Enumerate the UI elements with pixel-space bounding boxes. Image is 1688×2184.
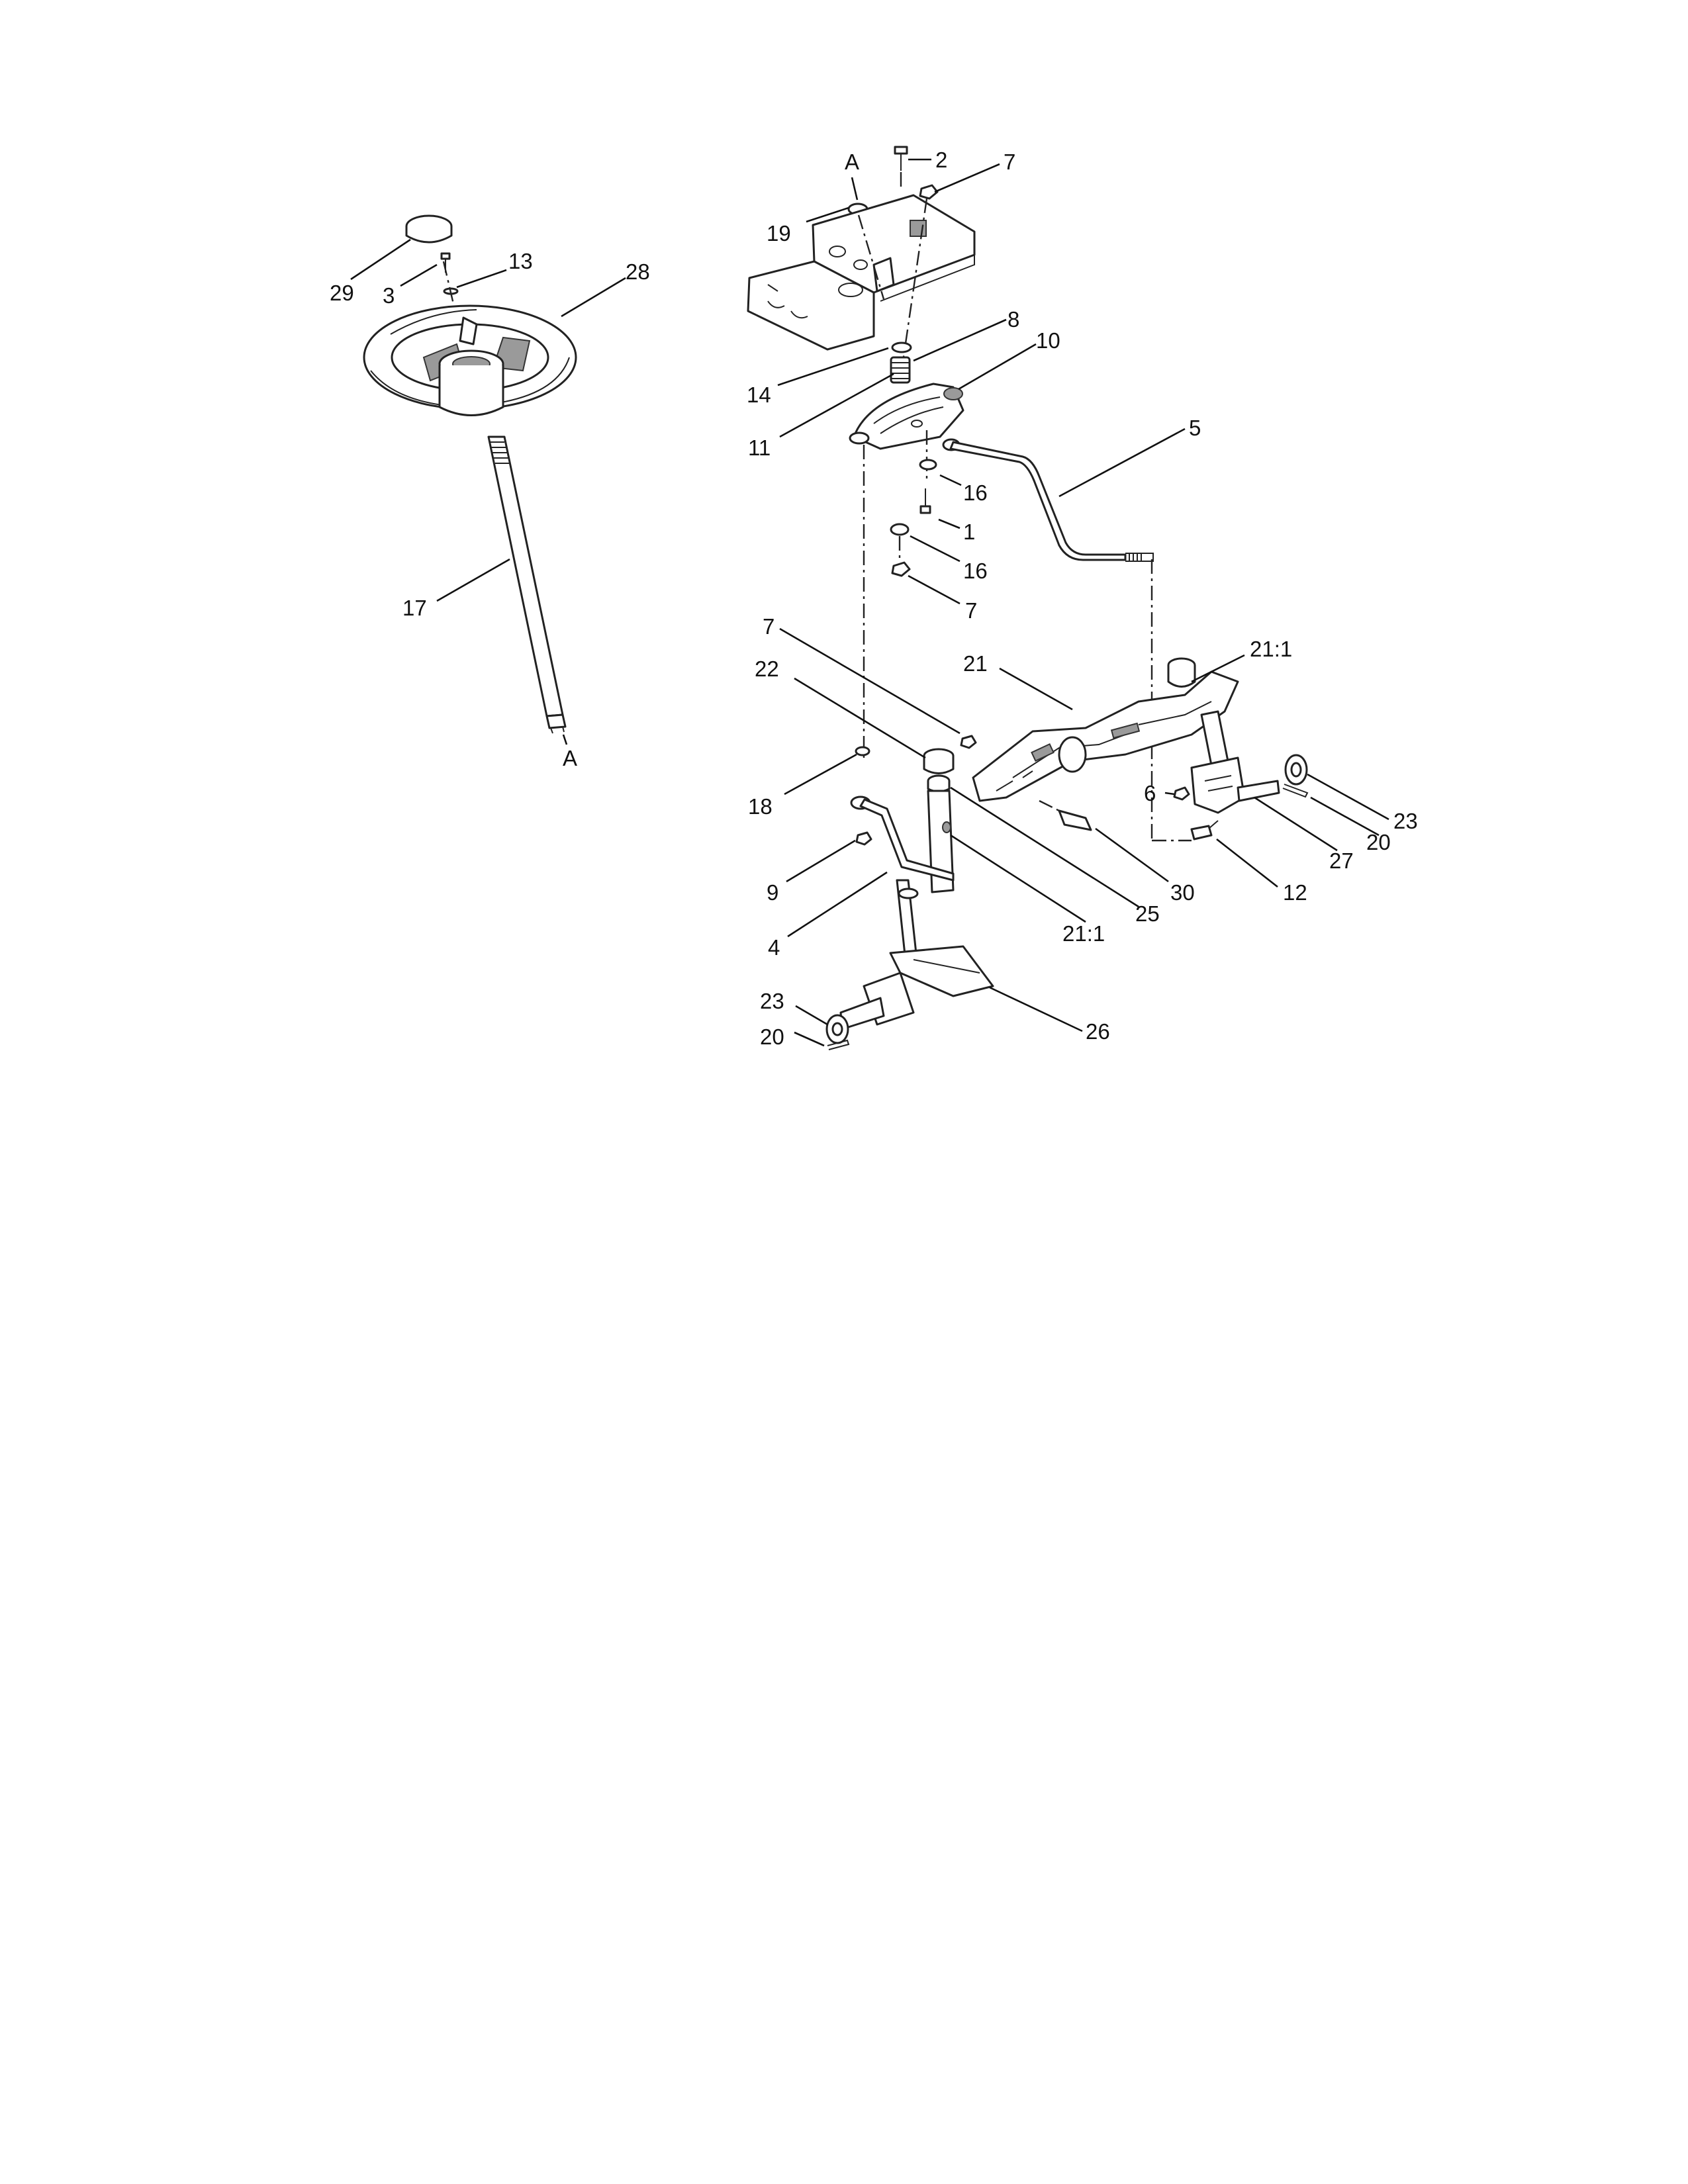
callout-13: 13 <box>508 249 533 273</box>
callout-30: 30 <box>1170 880 1195 905</box>
callout-7-axle: 7 <box>763 614 774 639</box>
spindle-tube-part-21-1-bottom <box>927 790 955 893</box>
washer-part-23-left <box>825 1014 849 1044</box>
callout-3: 3 <box>383 283 395 308</box>
bushing-part-25 <box>927 774 951 793</box>
bolt-part-1 <box>919 488 931 514</box>
nut-part-7-axle <box>960 735 977 749</box>
callout-5: 5 <box>1189 416 1201 440</box>
callout-23-left: 23 <box>760 989 784 1013</box>
callout-14: 14 <box>747 383 771 407</box>
leader-lines <box>350 158 1389 1047</box>
callout-7-top: 7 <box>1004 150 1015 174</box>
pivot-bolt-part-30 <box>1039 799 1092 831</box>
callout-25: 25 <box>1135 901 1160 926</box>
cotter-pin-part-20-right <box>1282 784 1309 798</box>
callout-a-shaft: A <box>563 746 577 770</box>
callout-12: 12 <box>1283 880 1307 905</box>
callout-20-right: 20 <box>1366 830 1391 854</box>
nut-part-7-mid <box>891 561 911 577</box>
left-spindle-part <box>839 879 994 1030</box>
bolt-part-2 <box>894 146 908 171</box>
steering-wheel-assembly <box>363 214 577 734</box>
steering-bracket-assembly <box>747 146 1154 577</box>
washer-part-14 <box>891 341 912 353</box>
callout-26: 26 <box>1086 1019 1110 1044</box>
callout-17: 17 <box>402 596 427 620</box>
callout-6: 6 <box>1144 781 1156 805</box>
nut-part-9 <box>855 831 872 846</box>
front-axle-assembly <box>825 657 1309 1050</box>
washer-part-23-right <box>1284 754 1308 786</box>
dust-cap-part-22 <box>923 748 955 774</box>
drag-link-part <box>942 438 1154 562</box>
callout-7-mid: 7 <box>965 598 977 623</box>
washer-part-16b <box>890 523 910 536</box>
washer-part-16a <box>919 459 937 471</box>
nut-part-7-top <box>919 184 939 200</box>
sector-gear-part <box>849 383 964 450</box>
callout-23-right: 23 <box>1393 809 1418 833</box>
callout-16-a: 16 <box>963 480 988 505</box>
right-spindle-part <box>1190 710 1280 814</box>
mounting-bracket-part <box>747 194 976 351</box>
cotter-pin-part-20-left <box>827 1039 850 1050</box>
callout-21-1-bottom: 21:1 <box>1062 921 1105 946</box>
callout-21: 21 <box>963 651 988 676</box>
steering-shaft-part <box>487 435 567 734</box>
callout-labels: 29 3 13 28 17 A A 2 7 19 8 10 14 11 5 16… <box>330 148 1418 1049</box>
steering-wheel-part <box>363 304 577 416</box>
nut-part-6 <box>1173 786 1190 801</box>
pinion-gear-part-11 <box>890 356 911 384</box>
callout-1: 1 <box>963 520 975 544</box>
callout-11: 11 <box>748 435 771 460</box>
washer-part-18 <box>855 746 870 756</box>
callout-16-b: 16 <box>963 559 988 583</box>
tie-rod-part-4 <box>850 796 955 882</box>
axle-beam-part <box>972 670 1239 802</box>
callout-2: 2 <box>935 148 947 172</box>
callout-20-left: 20 <box>760 1024 784 1049</box>
callout-27: 27 <box>1329 848 1354 873</box>
callout-10: 10 <box>1036 328 1060 353</box>
bushing-part-21-1-top <box>1167 657 1196 688</box>
callout-22: 22 <box>755 657 779 681</box>
callout-8: 8 <box>1008 307 1019 332</box>
callout-21-1-top: 21:1 <box>1250 637 1292 661</box>
callout-18: 18 <box>748 794 773 819</box>
steering-cap-part <box>405 214 453 244</box>
callout-a-top: A <box>845 150 859 174</box>
callout-19: 19 <box>767 221 791 246</box>
callout-9: 9 <box>767 880 778 905</box>
bolt-part-12 <box>1190 820 1219 841</box>
callout-29: 29 <box>330 281 354 305</box>
callout-28: 28 <box>626 259 650 284</box>
callout-4: 4 <box>768 935 780 960</box>
